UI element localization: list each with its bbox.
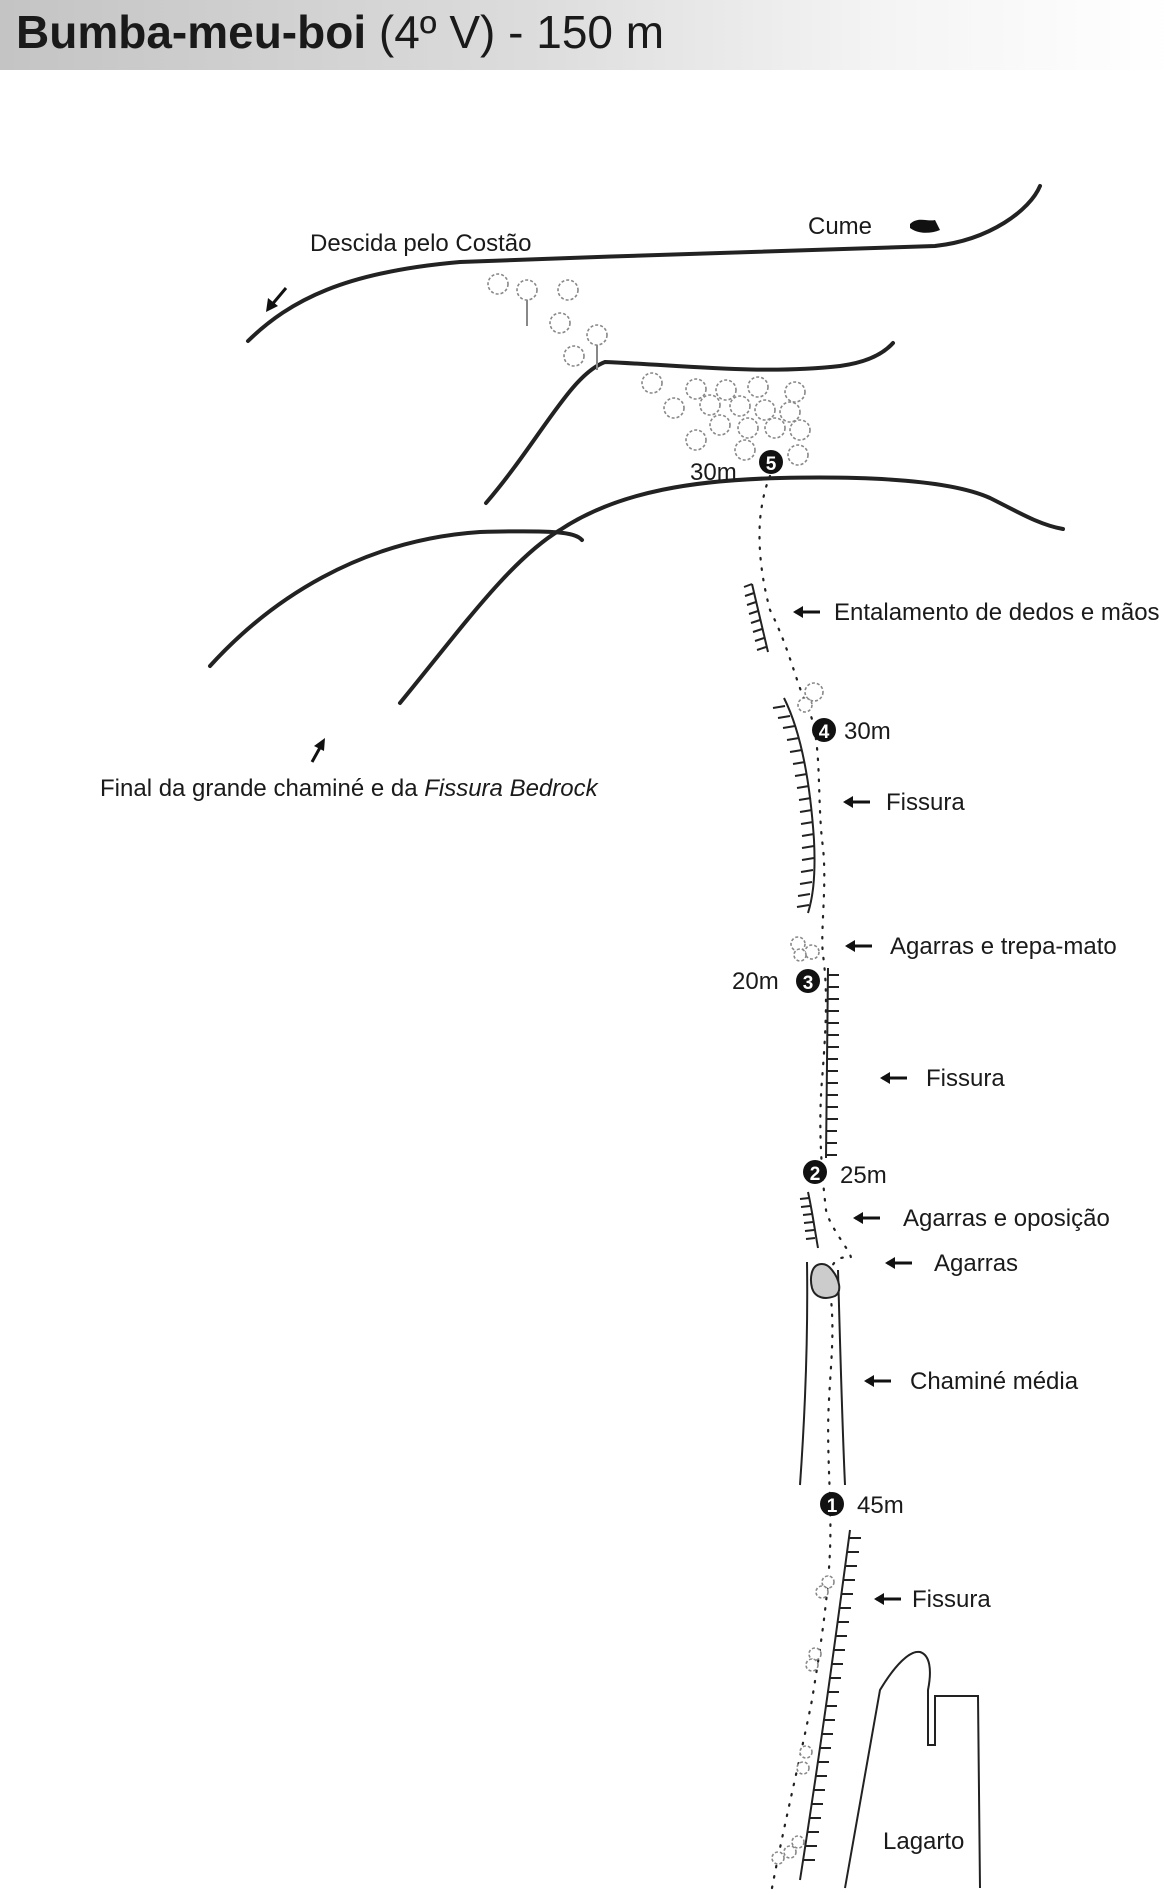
svg-text:1: 1: [827, 1496, 838, 1517]
label-final: Final da grande chaminé e da Fissura Bed…: [100, 775, 600, 802]
chimney-left-wall: [799, 1261, 809, 1486]
pitch-length-5: 30m: [690, 459, 737, 486]
tree-icon: [516, 279, 608, 370]
pitch-length-3: 20m: [732, 968, 779, 995]
label-chamine-media: Chaminé média: [910, 1368, 1079, 1395]
crack-fissura-middle: [825, 967, 839, 1159]
belay-marker-3: 3: [796, 969, 820, 994]
label-entalamento: Entalamento de dedos e mãos: [834, 599, 1160, 626]
summit-ridge-line: [246, 184, 1042, 343]
pitch-length-4: 30m: [844, 718, 891, 745]
left-ridge-line: [208, 529, 584, 668]
crack-fissura-lower: [799, 1529, 861, 1881]
bush-cluster-route: [771, 682, 835, 1865]
label-fissura-3: Fissura: [912, 1586, 991, 1613]
svg-text:5: 5: [766, 454, 777, 475]
label-descida: Descida pelo Costão: [310, 230, 531, 257]
arrow-descida-icon: [266, 287, 288, 312]
upper-ridge-line: [484, 341, 895, 505]
svg-text:4: 4: [819, 722, 830, 743]
belay-marker-4: 4: [812, 718, 836, 743]
route-name: Bumba-meu-boi: [16, 6, 367, 58]
main-ridge-line: [398, 475, 1065, 705]
arrow-left-icon: [793, 606, 912, 1605]
chockstone-boulder: [810, 1262, 841, 1299]
crack-fissura-upper: [772, 697, 816, 914]
belay-marker-2: 2: [803, 1160, 827, 1185]
label-fissura-1: Fissura: [886, 789, 965, 816]
hand-icon: [910, 219, 940, 233]
label-lagarto: Lagarto: [883, 1828, 964, 1855]
label-agarras: Agarras: [934, 1250, 1018, 1277]
crack-agarras-oposicao: [799, 1191, 819, 1249]
svg-text:3: 3: [803, 973, 814, 994]
svg-text:2: 2: [810, 1164, 821, 1185]
label-agarras-oposicao: Agarras e oposição: [903, 1205, 1110, 1232]
label-agarras-trepa: Agarras e trepa-mato: [890, 933, 1117, 960]
belay-marker-5: 5: [759, 450, 783, 475]
lagarto-formation: [844, 1650, 981, 1889]
pitch-length-2: 25m: [840, 1162, 887, 1189]
arrow-final-icon: [310, 738, 325, 763]
route-grade-length: (4º V) - 150 m: [378, 6, 665, 58]
crack-entalamento: [743, 583, 769, 653]
chimney-right-wall: [837, 1269, 846, 1486]
belay-marker-1: 1: [820, 1492, 844, 1517]
bush-cluster-top: [487, 273, 811, 466]
pitch-length-1: 45m: [857, 1492, 904, 1519]
label-cume: Cume: [808, 213, 872, 240]
title-bar: Bumba-meu-boi (4º V) - 150 m: [0, 0, 1173, 70]
label-fissura-2: Fissura: [926, 1065, 1005, 1092]
page-title: Bumba-meu-boi (4º V) - 150 m: [16, 4, 664, 60]
